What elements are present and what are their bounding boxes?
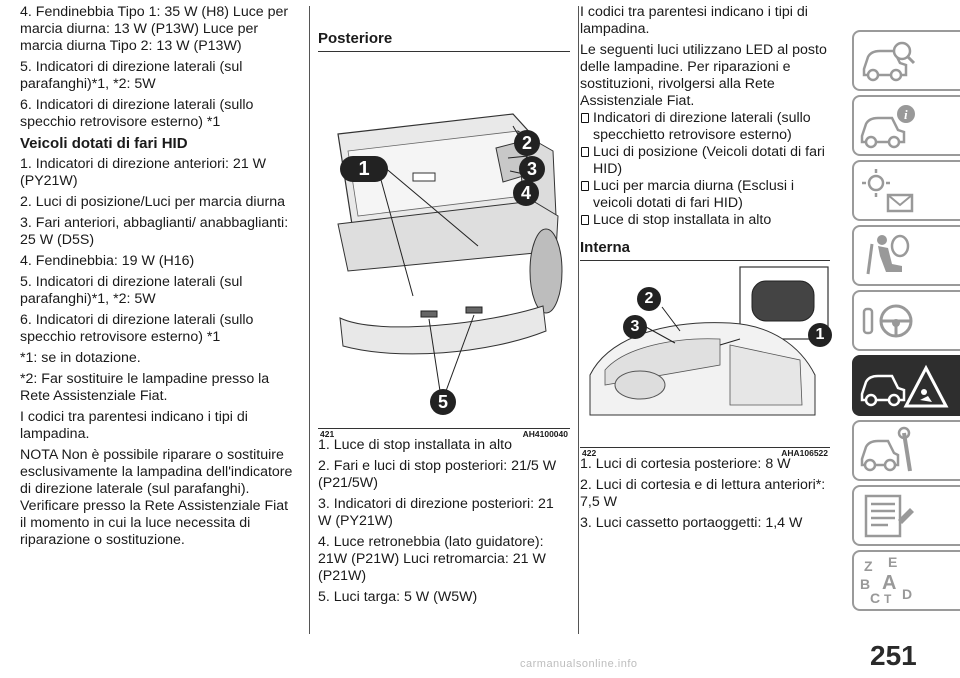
callout-3: 3 (519, 156, 545, 182)
list-item: 2. Luci di posizione/Luci per marcia diu… (20, 194, 285, 210)
list-item: Luce di stop installata in alto (580, 212, 830, 229)
tab-letter: Z (864, 558, 873, 574)
interior-illustration (589, 266, 829, 416)
figure-code: AHA106522 (781, 448, 828, 458)
section-rule (318, 51, 570, 52)
alphabet-index-icon: Z E B A C T D (860, 555, 912, 606)
warning-lights-icon (862, 169, 914, 213)
car-info-icon: i (860, 105, 915, 149)
paragraph-fendinebbia: 4. Fendinebbia Tipo 1: 35 W (H8) Luce pe… (20, 4, 289, 54)
checkbox-bullet-icon (581, 215, 589, 225)
tab-warning-lights[interactable] (852, 160, 960, 221)
section-title-posteriore: Posteriore (318, 30, 393, 47)
list-item: 3. Indicatori di direzione posteriori: 2… (318, 496, 554, 529)
list-item: 6. Indicatori di direzione laterali (sul… (20, 312, 254, 345)
column-divider-right (578, 6, 579, 634)
paragraph-codici: I codici tra parentesi indicano i tipi d… (20, 409, 248, 442)
tab-car-tools[interactable] (852, 420, 960, 481)
checkbox-bullet-icon (581, 113, 589, 123)
tab-letter: A (882, 572, 896, 594)
list-item: 1. Luce di stop installata in alto (318, 437, 513, 453)
car-tools-icon (860, 426, 912, 472)
callout-1: 1 (808, 323, 832, 347)
list-item: 4. Luce retronebbia (lato guidatore): 21… (318, 534, 546, 584)
tab-letter: C (870, 590, 880, 606)
column-left: 4. Fendinebbia Tipo 1: 35 W (H8) Luce pe… (20, 4, 298, 553)
tab-car-info[interactable]: i (852, 95, 960, 156)
rear-truck-illustration (337, 113, 563, 392)
car-warning-icon (860, 364, 949, 408)
footnote-2: *2: Far sostituire le lampadine presso l… (20, 371, 270, 404)
tab-letter: B (860, 576, 870, 592)
footnote-1: *1: se in dotazione. (20, 350, 141, 366)
column-right: I codici tra parentesi indicano i tipi d… (580, 4, 832, 536)
figure-number: 421 (320, 429, 335, 439)
list-item: 2. Fari e luci di stop posteriori: 21/5 … (318, 458, 557, 491)
tab-alphabet-index[interactable]: Z E B A C T D (852, 550, 960, 611)
paragraph-indicatori-specchio: 6. Indicatori di direzione laterali (sul… (20, 97, 254, 130)
tab-car-search[interactable] (852, 30, 960, 91)
list-item: 5. Luci targa: 5 W (W5W) (318, 589, 478, 605)
list-item: 1. Luci di cortesia posteriore: 8 W (580, 456, 791, 472)
figure-number: 422 (582, 448, 597, 458)
airbag-icon (866, 234, 910, 275)
paragraph-indicatori-parafanghi: 5. Indicatori di direzione laterali (sul… (20, 59, 243, 92)
callout-3: 3 (623, 315, 647, 339)
note-paragraph: NOTA Non è possibile riparare o sostitui… (20, 447, 293, 548)
figure-interior-lights: 1 2 3 422 AHA106522 (580, 265, 832, 458)
list-item: 3. Fari anteriori, abbaglianti/ anabbagl… (20, 215, 289, 248)
section-rule (580, 260, 830, 261)
figure-rear-lights: 1 2 3 4 5 421 AH4100040 (318, 56, 570, 439)
callout-2: 2 (514, 130, 540, 156)
tab-airbag[interactable] (852, 225, 960, 286)
list-item: 3. Luci cassetto portaoggetti: 1,4 W (580, 515, 803, 531)
callout-4: 4 (513, 180, 539, 206)
tab-data-list[interactable] (852, 485, 960, 546)
watermark: carmanualsonline.info (520, 658, 638, 670)
tab-steering-wheel[interactable] (852, 290, 960, 351)
checkbox-bullet-icon (581, 181, 589, 191)
tab-letter: E (888, 555, 897, 570)
tab-car-warning[interactable] (852, 355, 960, 416)
column-middle: Posteriore (318, 4, 570, 610)
callout-5: 5 (430, 389, 456, 415)
list-item: Indicatori di direzione laterali (sullo … (580, 110, 830, 144)
column-divider-left (309, 6, 310, 634)
checkbox-bullet-icon (581, 147, 589, 157)
data-list-icon (864, 494, 914, 538)
callout-1: 1 (340, 156, 388, 182)
list-item: 2. Luci di cortesia e di lettura anterio… (580, 477, 826, 510)
callout-2: 2 (637, 287, 661, 311)
tab-letter: D (902, 586, 912, 602)
list-item: Luci di posizione (Veicoli dotati di far… (580, 144, 830, 178)
tab-letter: T (884, 592, 892, 606)
list-item: Luci per marcia diurna (Esclusi i veicol… (580, 178, 830, 212)
list-item: 5. Indicatori di direzione laterali (sul… (20, 274, 243, 307)
paragraph-led: Le seguenti luci utilizzano LED al posto… (580, 42, 827, 109)
list-item: 1. Indicatori di direzione anteriori: 21… (20, 156, 267, 189)
section-title-hid: Veicoli dotati di fari HID (20, 135, 188, 152)
steering-wheel-key-icon (862, 304, 913, 338)
car-search-icon (862, 41, 916, 82)
chapter-tabs: i (852, 30, 960, 615)
paragraph-codici: I codici tra parentesi indicano i tipi d… (580, 4, 808, 37)
figure-code: AH4100040 (522, 429, 568, 439)
section-title-interna: Interna (580, 239, 631, 256)
svg-text:i: i (904, 107, 908, 122)
list-item: 4. Fendinebbia: 19 W (H16) (20, 253, 195, 269)
page-number: 251 (870, 640, 917, 671)
